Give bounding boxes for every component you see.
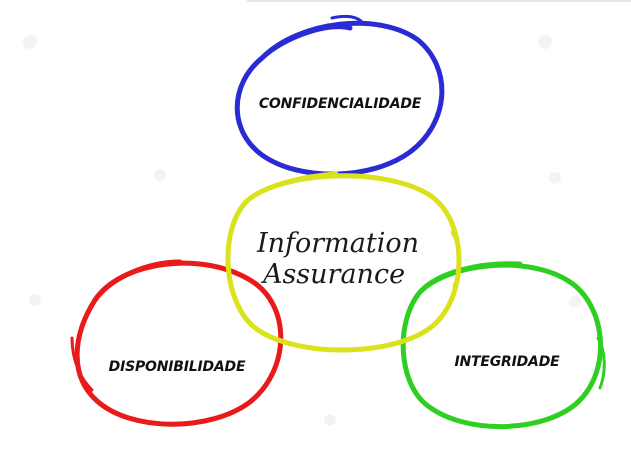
label-disponibilidade: DISPONIBILIDADE bbox=[109, 359, 246, 375]
center-title-line2: Assurance bbox=[260, 259, 405, 290]
top-divider bbox=[247, 0, 631, 2]
circle-confidencialidade bbox=[234, 14, 445, 177]
label-confidencialidade: CONFIDENCIALIDADE bbox=[259, 96, 422, 112]
watermark-pattern bbox=[23, 35, 581, 426]
center-title-line1: Information bbox=[256, 228, 419, 259]
circle-center bbox=[225, 171, 462, 353]
label-integridade: INTEGRIDADE bbox=[455, 354, 561, 370]
circle-disponibilidade bbox=[70, 259, 284, 427]
circle-integridade bbox=[400, 261, 606, 429]
